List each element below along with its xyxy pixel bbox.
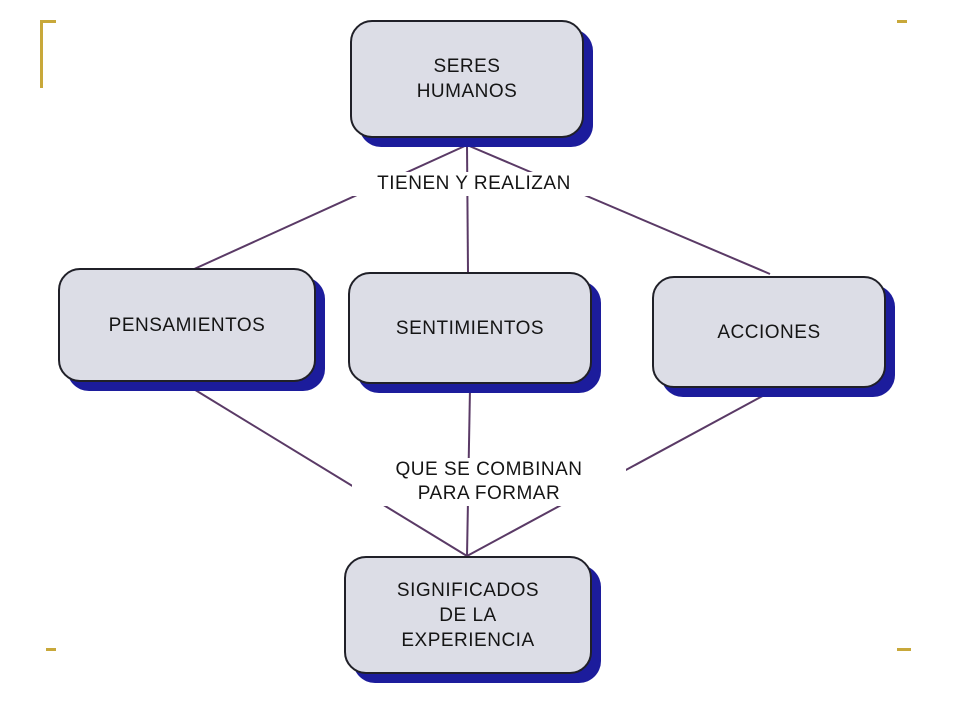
corner-accent-top-right [897,20,907,23]
node-significados-de-la-experiencia: SIGNIFICADOS DE LA EXPERIENCIA [344,556,592,674]
corner-accent-top-left-horizontal [40,20,56,23]
node-sentimientos: SENTIMIENTOS [348,272,592,384]
connector-left-to-bottom [191,387,468,557]
node-pensamientos: PENSAMIENTOS [58,268,316,382]
corner-accent-bottom-left [46,648,56,651]
connector-top-to-right [466,144,771,275]
corner-accent-bottom-right [897,648,911,651]
edge-label-que-se-combinan: QUE SE COMBINAN PARA FORMAR [352,458,626,506]
connector-top-to-middle [466,144,469,273]
node-seres-humanos: SERES HUMANOS [350,20,584,138]
connector-top-to-left [191,144,468,271]
node-acciones: ACCIONES [652,276,886,388]
edge-label-tienen-y-realizan: TIENEN Y REALIZAN [337,172,611,196]
corner-accent-top-left-vertical [40,20,43,88]
